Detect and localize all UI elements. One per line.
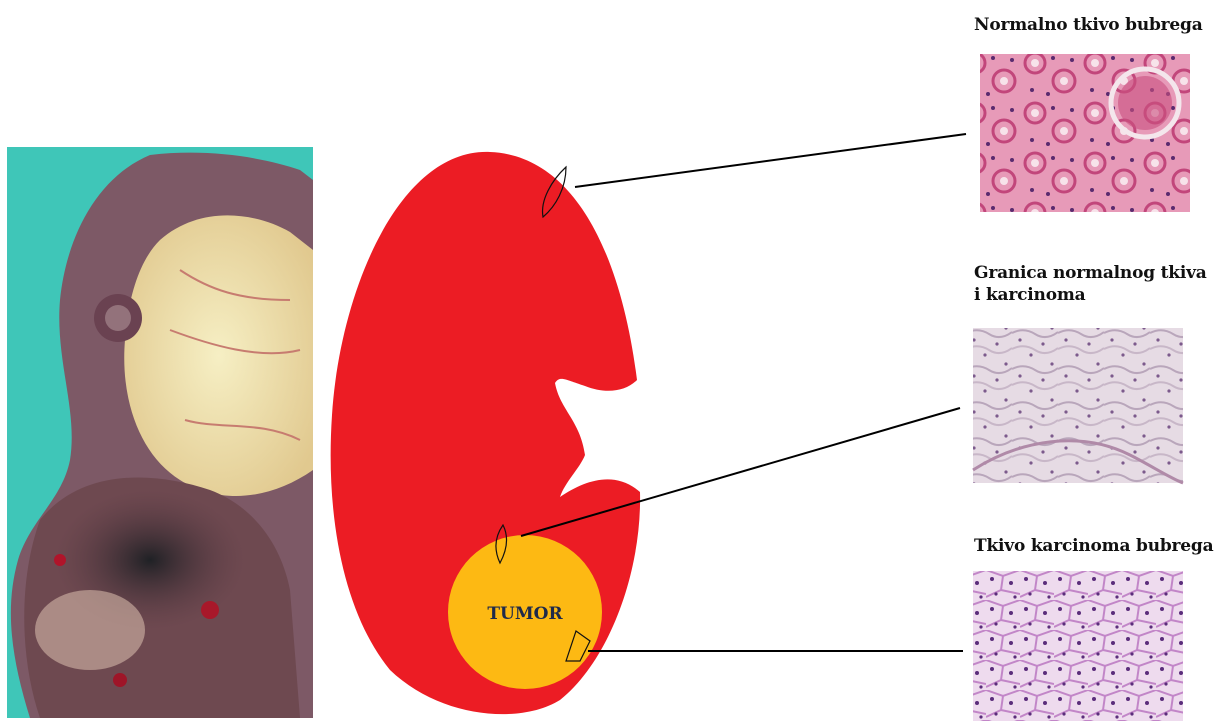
caption-border-tissue: Granica normalnog tkiva i karcinoma: [974, 262, 1207, 306]
tumor-label: TUMOR: [487, 604, 563, 624]
histology-carcinoma-tissue: [973, 571, 1183, 721]
gross-specimen-photo: [7, 147, 313, 718]
histology-border-tissue: [973, 328, 1183, 483]
connector-line-normal: [575, 134, 966, 187]
caption-carcinoma-tissue: Tkivo karcinoma bubrega: [974, 535, 1213, 557]
caption-border-line-2: i karcinoma: [974, 284, 1207, 306]
specimen-tumor-area: [124, 215, 313, 496]
caption-border-line-1: Granica normalnog tkiva: [974, 262, 1207, 284]
connector-line-border: [521, 408, 960, 536]
caption-normal-tissue: Normalno tkivo bubrega: [974, 14, 1203, 36]
